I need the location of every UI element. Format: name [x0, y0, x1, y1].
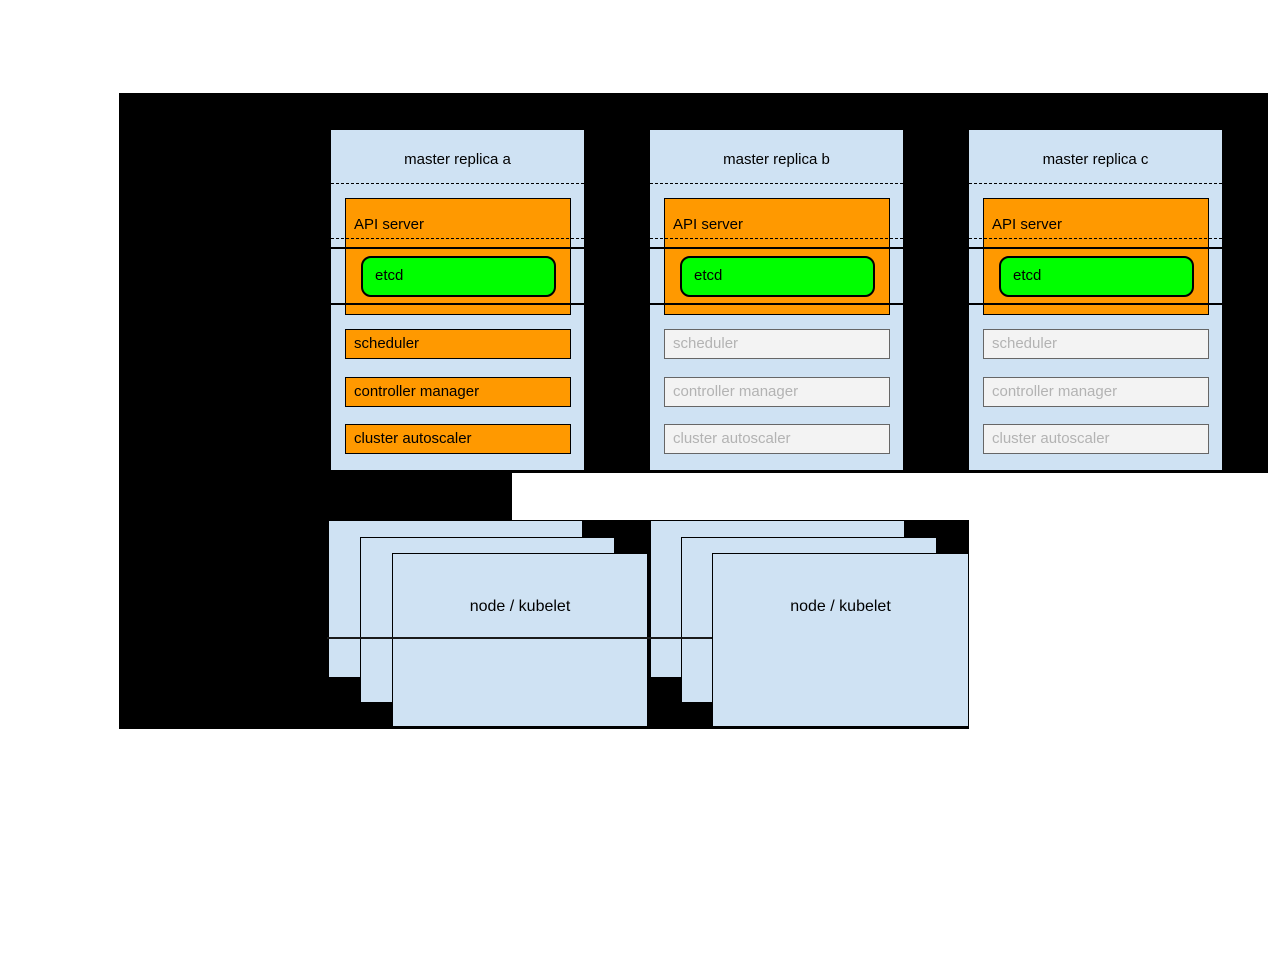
- etcd-label: etcd: [694, 267, 723, 284]
- node-stack2-front-box: node / kubelet: [712, 553, 969, 727]
- etcd-box: etcd: [680, 256, 875, 297]
- divider-solid-etcd-bottom: [969, 303, 1222, 305]
- node-stack1-front-box: node / kubelet: [392, 553, 648, 727]
- master-replica-c-panel: master replica c API server etcd schedul…: [968, 129, 1223, 471]
- node-divider-line: [327, 637, 713, 639]
- divider-solid-etcd-bottom: [331, 303, 584, 305]
- divider-solid-etcd-bottom: [650, 303, 903, 305]
- cluster-autoscaler-box: cluster autoscaler: [345, 424, 571, 454]
- node-kubelet-label: node / kubelet: [469, 598, 571, 615]
- master-replica-b-title: master replica b: [723, 151, 830, 168]
- master-replica-a-title: master replica a: [404, 151, 511, 168]
- divider-dashed-title: [969, 183, 1222, 184]
- divider-dashed-etcd-top: [969, 238, 1222, 239]
- etcd-label: etcd: [375, 267, 404, 284]
- api-server-label: API server: [673, 216, 744, 233]
- controller-manager-box: controller manager: [664, 377, 890, 407]
- divider-dashed-title: [650, 183, 903, 184]
- master-replica-a-panel: master replica a API server etcd schedul…: [330, 129, 585, 471]
- cluster-autoscaler-box: cluster autoscaler: [664, 424, 890, 454]
- api-server-label: API server: [992, 216, 1063, 233]
- controller-manager-box: controller manager: [983, 377, 1209, 407]
- master-replica-c-title: master replica c: [1042, 151, 1149, 168]
- divider-dashed-etcd-top: [650, 238, 903, 239]
- divider-dashed-title: [331, 183, 584, 184]
- master-replica-b-panel: master replica b API server etcd schedul…: [649, 129, 904, 471]
- scheduler-box: scheduler: [983, 329, 1209, 359]
- etcd-box: etcd: [999, 256, 1194, 297]
- controller-manager-box: controller manager: [345, 377, 571, 407]
- scheduler-box: scheduler: [345, 329, 571, 359]
- divider-solid-etcd-top: [969, 247, 1222, 249]
- cluster-autoscaler-box: cluster autoscaler: [983, 424, 1209, 454]
- node-kubelet-label: node / kubelet: [790, 598, 891, 615]
- divider-solid-etcd-top: [650, 247, 903, 249]
- api-server-label: API server: [354, 216, 425, 233]
- etcd-box: etcd: [361, 256, 556, 297]
- scheduler-box: scheduler: [664, 329, 890, 359]
- divider-solid-etcd-top: [331, 247, 584, 249]
- etcd-label: etcd: [1013, 267, 1042, 284]
- divider-dashed-etcd-top: [331, 238, 584, 239]
